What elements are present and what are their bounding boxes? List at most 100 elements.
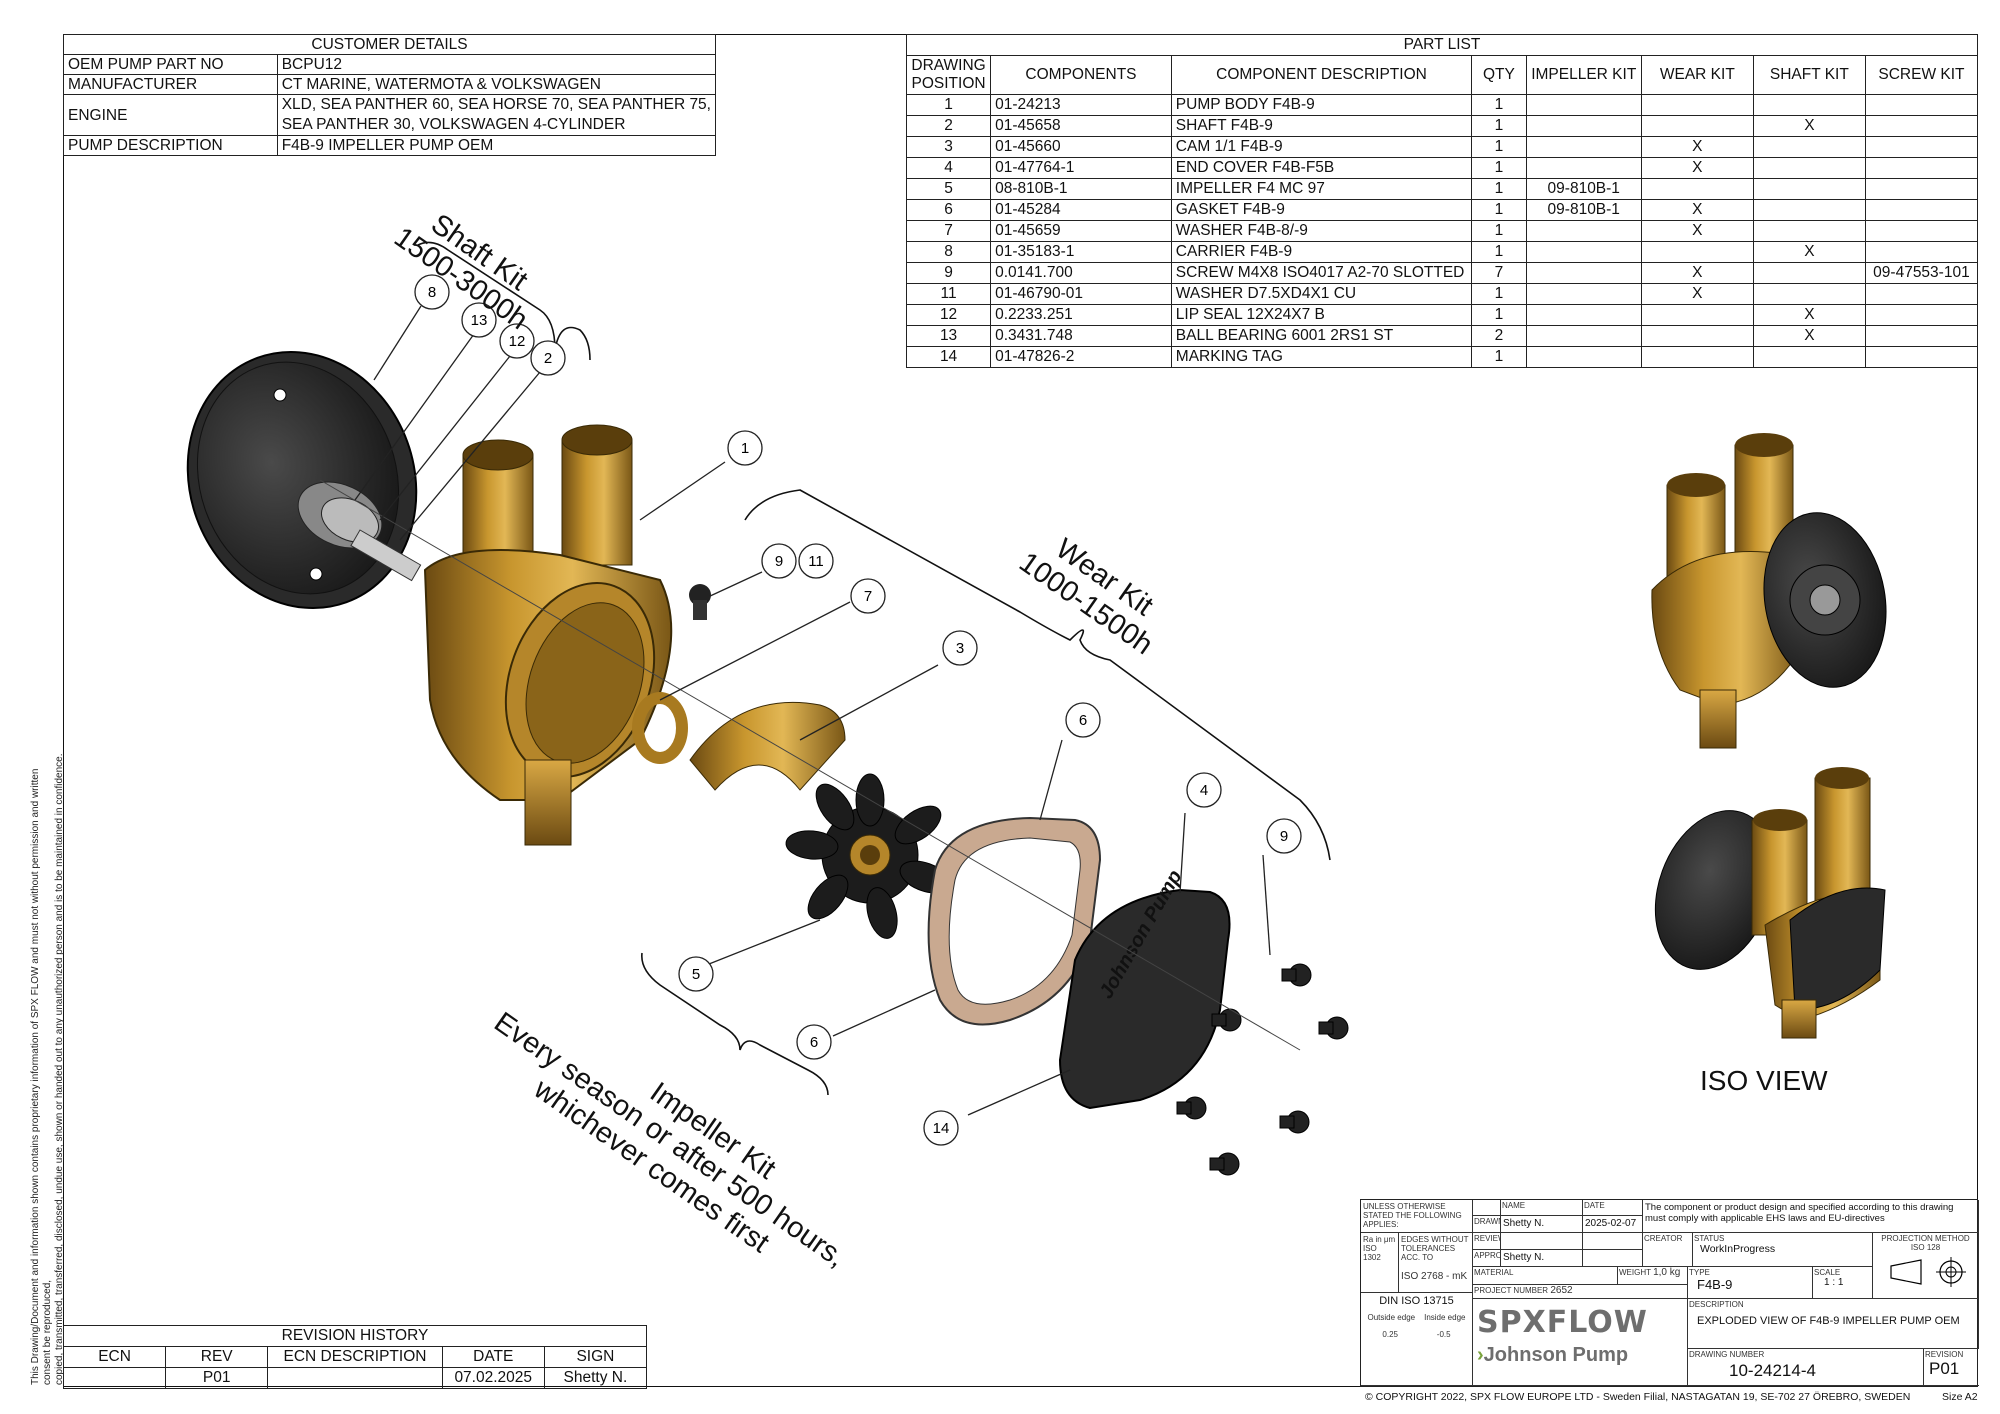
part-cell-comp: 01-45284 xyxy=(990,199,1172,221)
balloon: 7 xyxy=(850,578,886,614)
copyright-text: © COPYRIGHT 2022, SPX FLOW EUROPE LTD - … xyxy=(1365,1391,1911,1403)
balloon: 11 xyxy=(798,543,834,579)
tb-edges: EDGES WITHOUT TOLERANCES ACC. TO ISO 276… xyxy=(1399,1233,1473,1293)
balloon-label: 6 xyxy=(810,1034,818,1051)
iso-view-bottom xyxy=(1654,767,1886,1039)
balloon-label: 12 xyxy=(509,333,526,350)
balloon-label: 14 xyxy=(933,1120,950,1137)
rev-col-header: REV xyxy=(165,1346,269,1368)
col-header-impeller-kit: IMPELLER KIT xyxy=(1525,55,1642,95)
col-header-components: COMPONENTS xyxy=(990,55,1172,95)
part-cell-screw xyxy=(1864,346,1979,368)
title-block: UNLESS OTHERWISE STATED THE FOLLOWING AP… xyxy=(1360,1199,1979,1387)
balloon-label: 13 xyxy=(471,312,488,329)
balloon: 12 xyxy=(499,323,535,359)
tb-reviewed-label: REVIEWED xyxy=(1473,1233,1501,1250)
johnson-pump-logo: ›Johnson Pump xyxy=(1477,1344,1629,1366)
tb-unless-stated: UNLESS OTHERWISE STATED THE FOLLOWING AP… xyxy=(1361,1200,1473,1233)
part-cell-screw: 09-47553-101 xyxy=(1864,262,1979,284)
part-cell-pos: 11 xyxy=(905,283,992,305)
tb-brand: SPXFLOW ›Johnson Pump xyxy=(1473,1299,1688,1386)
balloon-label: 6 xyxy=(1079,712,1087,729)
leader-lines xyxy=(354,305,1271,1116)
part-cell-desc: SCREW M4X8 ISO4017 A2-70 SLOTTED xyxy=(1170,262,1473,284)
projection-symbol-icon xyxy=(1889,1257,1966,1287)
spxflow-logo: SPXFLOW xyxy=(1477,1305,1648,1340)
balloon: 9 xyxy=(1266,818,1302,854)
balloon-label: 11 xyxy=(808,553,824,570)
part-cell-desc: WASHER D7.5XD4X1 CU xyxy=(1170,283,1473,305)
balloon: 13 xyxy=(461,302,497,338)
balloon: 6 xyxy=(796,1024,832,1060)
part-cell-desc: SHAFT F4B-9 xyxy=(1170,115,1473,137)
balloon-label: 4 xyxy=(1200,782,1208,799)
balloon: 14 xyxy=(923,1110,959,1146)
rev-cell: P01 xyxy=(165,1367,269,1389)
tb-approved-name: Shetty N. xyxy=(1501,1250,1583,1267)
rev-col-header: SIGN xyxy=(543,1346,648,1368)
part-cell-comp: 01-47826-2 xyxy=(990,346,1172,368)
tb-approved-label: APPROVED xyxy=(1473,1250,1501,1267)
part-cell-pos: 14 xyxy=(905,346,992,368)
part-cell-desc: GASKET F4B-9 xyxy=(1170,199,1473,221)
washer xyxy=(632,692,688,764)
rev-col-header: ECN xyxy=(62,1346,167,1368)
balloon: 9 xyxy=(761,543,797,579)
customer-value: XLD, SEA PANTHER 60, SEA HORSE 70, SEA P… xyxy=(276,94,717,136)
cover-screws xyxy=(1176,963,1349,1176)
customer-value: CT MARINE, WATERMOTA & VOLKSWAGEN xyxy=(276,74,717,95)
iso-view-label: ISO VIEW xyxy=(1700,1065,1828,1096)
confidentiality-note: This Drawing/Document and information sh… xyxy=(30,753,65,1385)
balloon-label: 1 xyxy=(741,440,749,457)
tb-drawn-date: 2025-02-07 xyxy=(1583,1216,1643,1233)
balloon-label: 7 xyxy=(864,588,872,605)
customer-label: OEM PUMP PART NO xyxy=(63,54,278,75)
balloon-label: 5 xyxy=(692,966,700,983)
shaft-bearing-assembly xyxy=(297,481,422,582)
tb-name-label: NAME xyxy=(1501,1200,1583,1216)
part-cell-comp: 01-45659 xyxy=(990,220,1172,242)
tb-weight: WEIGHT 1,0 kg xyxy=(1618,1267,1688,1285)
tb-project-number: PROJECT NUMBER 2652 xyxy=(1473,1285,1688,1299)
wear-kit-bracket xyxy=(744,489,1331,861)
customer-label: ENGINE xyxy=(63,94,278,136)
tb-creator-label: CREATOR xyxy=(1643,1233,1693,1267)
balloon: 3 xyxy=(942,630,978,666)
impeller-kit-bracket xyxy=(641,952,829,1096)
rev-cell: Shetty N. xyxy=(543,1367,648,1389)
col-header-description: COMPONENT DESCRIPTION xyxy=(1170,55,1473,95)
part-cell-pos: 9 xyxy=(905,262,992,284)
balloon-label: 9 xyxy=(1280,828,1288,845)
col-header-screw-kit: SCREW KIT xyxy=(1864,55,1979,95)
iso-view-top xyxy=(1651,433,1887,749)
tb-material-label: MATERIAL xyxy=(1473,1267,1618,1285)
rev-cell xyxy=(267,1367,443,1389)
balloon-label: 9 xyxy=(775,553,783,570)
part-cell-comp: 0.3431.748 xyxy=(990,325,1172,347)
balloon: 2 xyxy=(530,340,566,376)
rev-cell: 07.02.2025 xyxy=(441,1367,545,1389)
cam xyxy=(689,701,846,791)
revision-history-title: REVISION HISTORY xyxy=(63,1325,647,1347)
tb-drawn-label: DRAWN xyxy=(1473,1216,1501,1233)
rev-cell xyxy=(62,1367,167,1389)
rev-col-header: DATE xyxy=(441,1346,545,1368)
revision-history-table: REVISION HISTORY ECN REV ECN DESCRIPTION… xyxy=(62,1325,648,1389)
part-cell-desc: MARKING TAG xyxy=(1170,346,1473,368)
tb-projection: PROJECTION METHOD ISO 128 xyxy=(1873,1233,1979,1299)
